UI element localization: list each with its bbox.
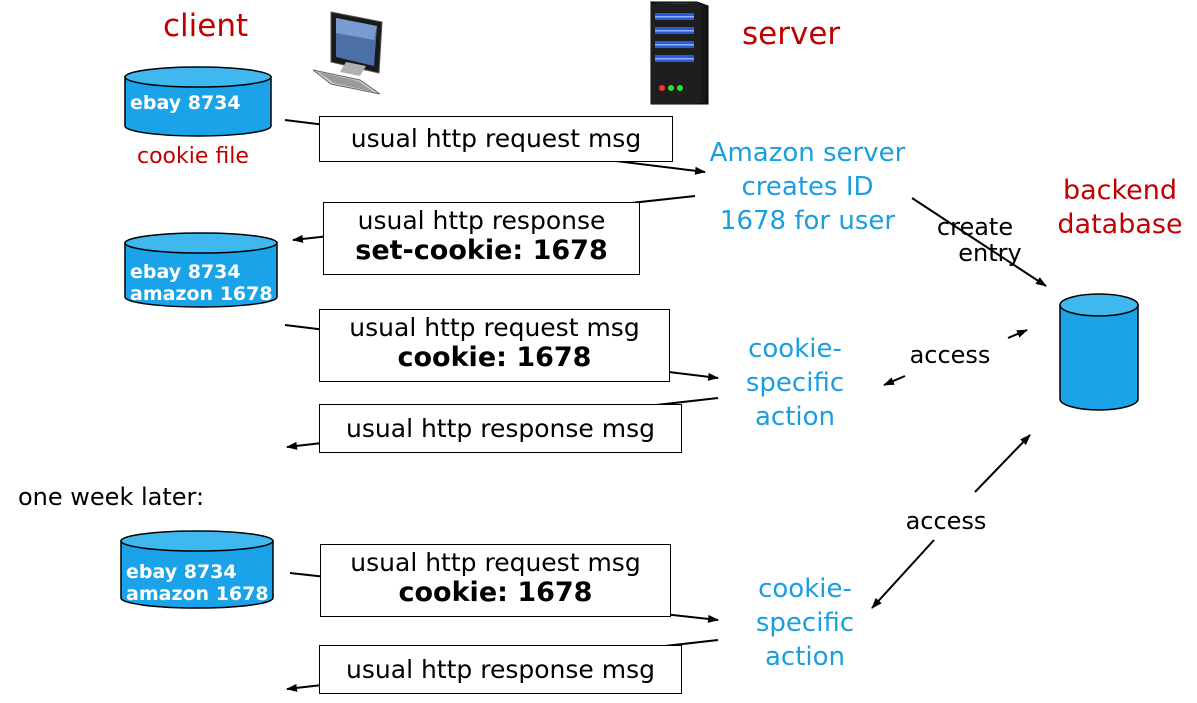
backend-database-label: backend database — [1052, 174, 1188, 242]
cookie-action-1-line1: cookie- — [748, 334, 842, 364]
client-db-2-line1: ebay 8734 — [130, 261, 241, 283]
cookie-action-1-line3: action — [754, 402, 836, 432]
client-db-1-line1: ebay 8734 — [130, 92, 241, 114]
cookie-specific-action-1: cookie- specific action — [735, 332, 855, 434]
cookie-action-2-line3: action — [764, 642, 846, 672]
server-create-id-line2: creates ID — [741, 172, 874, 202]
arrow-create-entry — [911, 197, 1047, 287]
request-msg-1: usual http request msg — [319, 116, 673, 162]
arrow-access1 — [1007, 329, 1028, 339]
request-msg-2-line1: usual http request msg — [349, 313, 640, 342]
client-db-3-text: ebay 8734 amazon 1678 — [126, 561, 269, 605]
response-msg-1-set-cookie: set-cookie: 1678 — [355, 235, 608, 266]
server-label: server — [742, 16, 841, 52]
computer-icon — [312, 11, 383, 95]
arrow-access1-back — [883, 375, 906, 386]
response-msg-2: usual http response msg — [319, 404, 682, 453]
client-db-2-cylinder — [124, 232, 278, 308]
server-create-id-line3: 1678 for user — [719, 206, 896, 236]
cookie-action-1-line2: specific — [745, 368, 845, 398]
arrow-access2 — [974, 434, 1031, 493]
client-db-2-line2: amazon 1678 — [130, 283, 273, 305]
cookie-specific-action-2: cookie- specific action — [745, 572, 865, 674]
cookie-action-2-line2: specific — [755, 608, 855, 638]
backend-database-line1: backend — [1062, 175, 1178, 206]
one-week-later-label: one week later: — [18, 483, 205, 511]
create-entry-line2: entry — [958, 239, 1022, 267]
client-db-3-line1: ebay 8734 — [126, 561, 237, 583]
request-msg-3-line1: usual http request msg — [350, 548, 641, 577]
access-label-2: access — [905, 507, 987, 535]
client-db-2-text: ebay 8734 amazon 1678 — [130, 261, 273, 305]
cookie-file-label: cookie file — [137, 144, 249, 169]
create-entry-line1: create — [936, 213, 1014, 241]
response-msg-1: usual http response set-cookie: 1678 — [323, 202, 640, 275]
request-msg-3-cookie: cookie: 1678 — [398, 577, 593, 608]
cookie-action-2-line1: cookie- — [758, 574, 852, 604]
client-db-3-cylinder — [120, 530, 274, 609]
server-create-id-text: Amazon server creates ID 1678 for user — [700, 136, 915, 238]
arrow-access2-back — [871, 539, 935, 609]
client-db-1-cylinder — [124, 66, 272, 137]
response-msg-3: usual http response msg — [319, 645, 682, 694]
server-icon — [650, 1, 709, 105]
backend-database-cylinder — [1059, 293, 1139, 411]
server-create-id-line1: Amazon server — [709, 138, 906, 168]
create-entry-label: create entry — [916, 214, 1034, 266]
request-msg-2-cookie: cookie: 1678 — [397, 342, 592, 373]
client-db-3-line2: amazon 1678 — [126, 583, 269, 605]
request-msg-3: usual http request msg cookie: 1678 — [320, 544, 671, 617]
response-msg-1-line1: usual http response — [357, 206, 606, 235]
request-msg-2: usual http request msg cookie: 1678 — [319, 309, 670, 382]
response-msg-3-line1: usual http response msg — [346, 655, 655, 684]
client-db-1-text: ebay 8734 — [130, 92, 241, 114]
request-msg-1-line1: usual http request msg — [350, 124, 642, 153]
backend-database-line2: database — [1057, 209, 1183, 240]
response-msg-2-line1: usual http response msg — [346, 414, 655, 443]
client-label: client — [163, 8, 249, 44]
access-label-1: access — [909, 341, 991, 369]
